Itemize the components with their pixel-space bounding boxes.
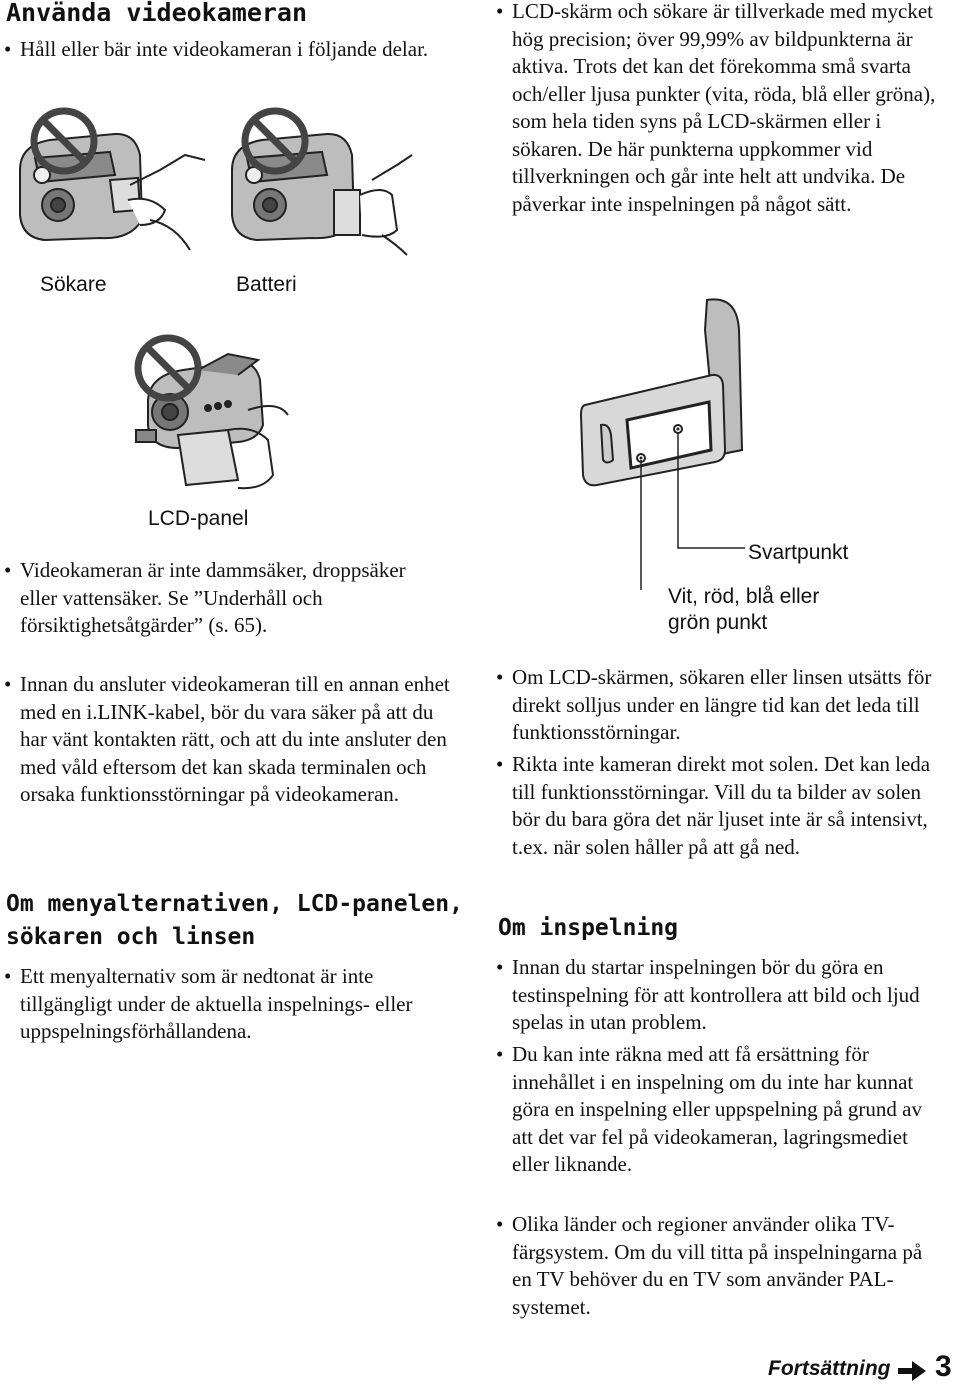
section-heading-recording: Om inspelning [498, 915, 679, 941]
bullet-hold: Håll eller bär inte videokameran i följa… [4, 36, 460, 64]
section-heading-camera: Använda videokameran [6, 0, 308, 27]
label-lcd-panel: LCD-panel [148, 507, 249, 530]
camera-lcd-panel-illustration [135, 352, 289, 490]
bullet-ilink: Innan du ansluter videokameran till en a… [4, 671, 456, 809]
label-viewfinder: Sökare [40, 273, 107, 296]
callout-leader-lines [640, 432, 745, 590]
prohibited-icon [241, 107, 309, 175]
bullet-test: Innan du startar inspelningen bör du gör… [496, 954, 942, 1037]
continued-label: Fortsättning [768, 1357, 891, 1380]
label-battery: Batteri [236, 273, 297, 296]
bullet-dust: Videokameran är inte dammsäker, droppsäk… [4, 557, 440, 640]
page-number: 3 [935, 1350, 952, 1383]
prohibited-icon [134, 334, 202, 402]
label-color-point-line2: grön punkt [668, 611, 768, 634]
bullet-sun: Rikta inte kameran direkt mot solen. Det… [496, 751, 942, 861]
bullet-tv: Olika länder och regioner använder olika… [496, 1211, 932, 1321]
label-color-point-line1: Vit, röd, blå eller [668, 585, 820, 608]
camera-battery-illustration [231, 132, 413, 256]
prohibited-icon [30, 107, 98, 175]
bullet-menu: Ett menyalternativ som är nedtonat är in… [4, 963, 456, 1046]
label-black-point: Svartpunkt [748, 541, 849, 564]
lcd-screen-illustration [579, 298, 744, 487]
section-heading-menu-line2: sökaren och linsen [6, 924, 256, 950]
section-heading-menu-line1: Om menyalternativen, LCD-panelen, [6, 891, 463, 917]
camera-viewfinder-illustration [19, 132, 206, 251]
bullet-sunlight: Om LCD-skärmen, sökaren eller linsen uts… [496, 664, 942, 747]
bullet-compensation: Du kan inte räkna med att få ersättning … [496, 1041, 942, 1179]
bullet-lcd-precision: LCD-skärm och sökare är tillverkade med … [496, 0, 948, 218]
arrow-right-icon [898, 1361, 926, 1381]
